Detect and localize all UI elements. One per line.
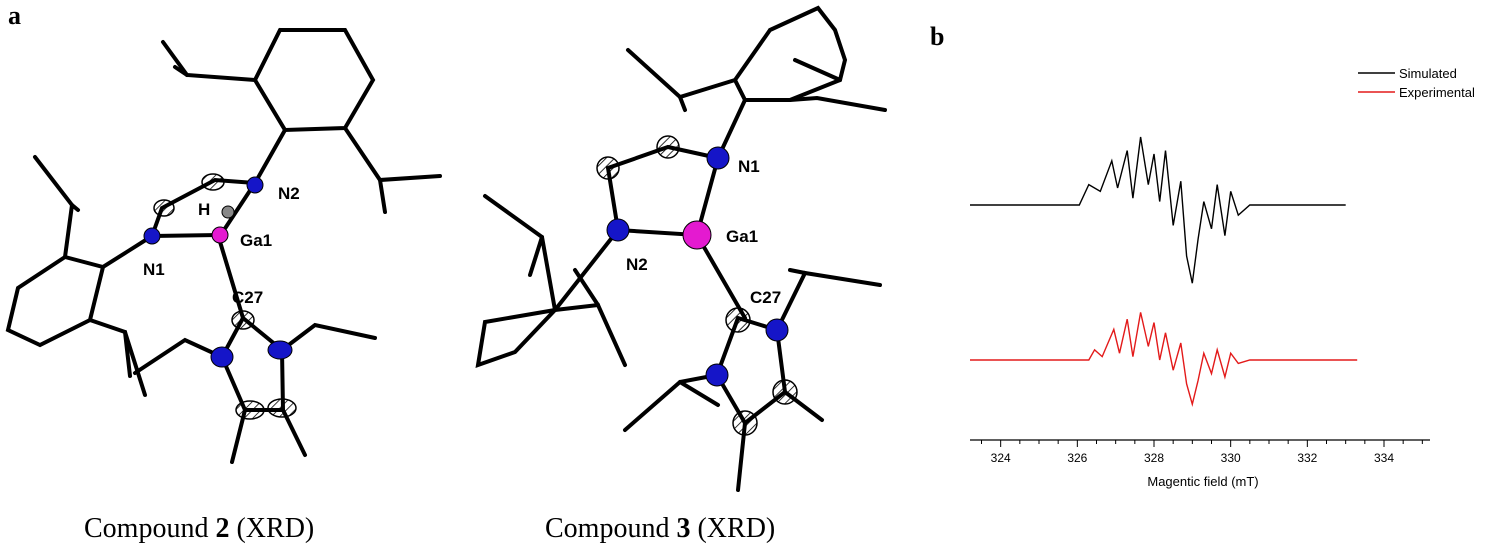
atom-hydrogen	[221, 205, 235, 219]
x-tick-label: 334	[1374, 451, 1394, 465]
legend: Simulated Experimental	[1358, 66, 1475, 100]
x-tick-label: 324	[991, 451, 1011, 465]
panel-label-b: b	[930, 22, 944, 51]
label-ga1: Ga1	[726, 227, 758, 246]
atom-carbon	[267, 398, 297, 418]
series-line-simulated	[970, 136, 1346, 284]
label-ga1: Ga1	[240, 231, 272, 250]
caption-compound-3: Compound 3 (XRD)	[545, 513, 775, 544]
label-h: H	[198, 200, 210, 219]
atom-n2	[606, 218, 630, 242]
caption-2-prefix: Compound	[84, 513, 215, 544]
atom-n1	[706, 146, 730, 170]
atom-carbon	[772, 379, 798, 405]
compound-2-structure: N2 H Ga1 N1 C27	[5, 28, 442, 464]
atom-nitrogen	[267, 340, 293, 360]
caption-2-suffix: (XRD)	[229, 513, 314, 544]
atom-ga1	[682, 220, 712, 250]
epr-spectrum-chart: 324 326 328 330 332 334 Magentic field (mT) S…	[970, 66, 1475, 489]
series-line-experimental	[970, 312, 1358, 407]
caption-compound-2: Compound 2 (XRD)	[84, 513, 314, 544]
x-axis-label: Magentic field (mT)	[1147, 474, 1258, 489]
x-tick-label: 332	[1297, 451, 1317, 465]
caption-2-number: 2	[215, 513, 229, 544]
x-tick-label: 330	[1221, 451, 1241, 465]
atom-n2	[246, 176, 264, 194]
atom-carbon	[201, 173, 225, 191]
label-n1: N1	[738, 157, 760, 176]
label-n2: N2	[278, 184, 300, 203]
atom-ga1	[211, 226, 229, 244]
compound-3-structure: N1 Ga1 N2 C27	[475, 5, 887, 492]
label-n2: N2	[626, 255, 648, 274]
atom-nitrogen	[765, 318, 789, 342]
atom-carbon	[596, 156, 620, 180]
x-axis-ticks: 324 326 328 330 332 334	[981, 440, 1423, 465]
atom-carbon	[732, 410, 758, 436]
caption-3-number: 3	[676, 513, 690, 544]
legend-label-experimental: Experimental	[1399, 85, 1475, 100]
atom-c27	[725, 307, 751, 333]
legend-label-simulated: Simulated	[1399, 66, 1457, 81]
label-c27: C27	[232, 288, 263, 307]
label-c27: C27	[750, 288, 781, 307]
atom-carbon	[235, 400, 265, 420]
atom-nitrogen	[210, 346, 234, 368]
panel-label-a: a	[8, 1, 21, 30]
atom-n1	[143, 227, 161, 245]
atom-c27	[231, 310, 255, 330]
label-n1: N1	[143, 260, 165, 279]
atom-carbon	[656, 135, 680, 159]
atom-nitrogen	[705, 363, 729, 387]
x-tick-label: 326	[1067, 451, 1087, 465]
x-tick-label: 328	[1144, 451, 1164, 465]
caption-3-suffix: (XRD)	[690, 513, 775, 544]
caption-3-prefix: Compound	[545, 513, 676, 544]
atom-carbon	[153, 199, 175, 217]
